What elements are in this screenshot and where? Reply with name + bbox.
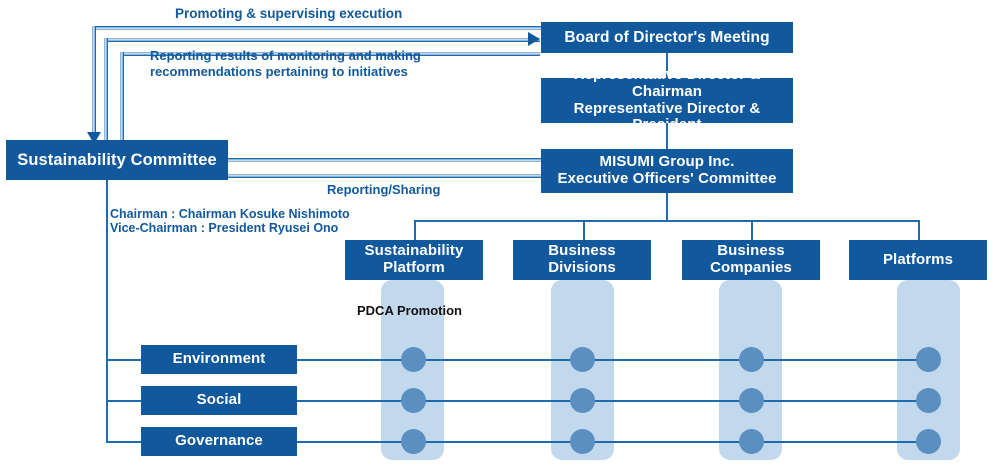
connector-row-environment <box>297 359 929 361</box>
matrix-dot-environment-platforms[interactable] <box>916 347 941 372</box>
flow-reporting-left-vertical <box>104 38 108 143</box>
row-label-social[interactable]: Social <box>141 386 297 415</box>
matrix-dot-social-platforms[interactable] <box>916 388 941 413</box>
column-header-sustainability-platform[interactable]: Sustainability Platform <box>345 240 483 280</box>
flow-reporting-sharing-upper <box>228 158 541 162</box>
matrix-dot-environment-sustainability-platform[interactable] <box>401 347 426 372</box>
caption-reporting-results: Reporting results of monitoring and maki… <box>150 48 421 80</box>
column-header-business-divisions[interactable]: Business Divisions <box>513 240 651 280</box>
row-label-governance[interactable]: Governance <box>141 427 297 456</box>
matrix-dot-governance-business-divisions[interactable] <box>570 429 595 454</box>
row-label-environment[interactable]: Environment <box>141 345 297 374</box>
matrix-dot-governance-sustainability-platform[interactable] <box>401 429 426 454</box>
connector-row-social <box>297 400 929 402</box>
box-representative-directors[interactable]: Representative Director & Chairman Repre… <box>541 66 793 133</box>
connector-committee-trunk <box>106 180 108 442</box>
connector-committee-to-governance <box>106 441 141 443</box>
box-sustainability-committee[interactable]: Sustainability Committee <box>6 140 228 180</box>
caption-reporting-sharing: Reporting/Sharing <box>327 182 441 197</box>
matrix-dot-environment-business-companies[interactable] <box>739 347 764 372</box>
flow-promoting-left-vertical <box>92 26 96 138</box>
matrix-dot-environment-business-divisions[interactable] <box>570 347 595 372</box>
label-committee-vice-chairman: Vice-Chairman : President Ryusei Ono <box>110 221 339 235</box>
flow-promoting-top <box>92 26 544 30</box>
connector-representative-to-misumi <box>666 123 668 149</box>
connector-row-governance <box>297 441 929 443</box>
connector-committee-to-social <box>106 400 141 402</box>
flow-inner-left-vertical <box>120 52 124 143</box>
connector-stem-business-companies <box>751 220 753 240</box>
matrix-dot-social-business-divisions[interactable] <box>570 388 595 413</box>
label-committee-chairman: Chairman : Chairman Kosuke Nishimoto <box>110 207 350 221</box>
connector-stem-business-divisions <box>583 220 585 240</box>
matrix-dot-governance-platforms[interactable] <box>916 429 941 454</box>
column-header-platforms[interactable]: Platforms <box>849 240 987 280</box>
flow-reporting-arrowhead <box>528 32 540 46</box>
connector-misumi-down <box>666 193 668 220</box>
connector-committee-to-environment <box>106 359 141 361</box>
box-misumi-executive-officers[interactable]: MISUMI Group Inc. Executive Officers' Co… <box>541 149 793 193</box>
connector-stem-sustainability-platform <box>414 220 416 240</box>
connector-board-to-representative <box>666 53 668 78</box>
matrix-dot-governance-business-companies[interactable] <box>739 429 764 454</box>
column-header-business-companies[interactable]: Business Companies <box>682 240 820 280</box>
flow-reporting-sharing-lower <box>228 174 541 178</box>
matrix-dot-social-sustainability-platform[interactable] <box>401 388 426 413</box>
flow-inner-top <box>120 52 540 56</box>
box-board-of-directors[interactable]: Board of Director's Meeting <box>541 22 793 53</box>
flow-reporting-top <box>104 38 540 42</box>
caption-promoting: Promoting & supervising execution <box>175 6 403 21</box>
connector-columns-bus <box>414 220 919 222</box>
connector-stem-platforms <box>918 220 920 240</box>
matrix-dot-social-business-companies[interactable] <box>739 388 764 413</box>
label-pdca-promotion: PDCA Promotion <box>357 303 462 318</box>
